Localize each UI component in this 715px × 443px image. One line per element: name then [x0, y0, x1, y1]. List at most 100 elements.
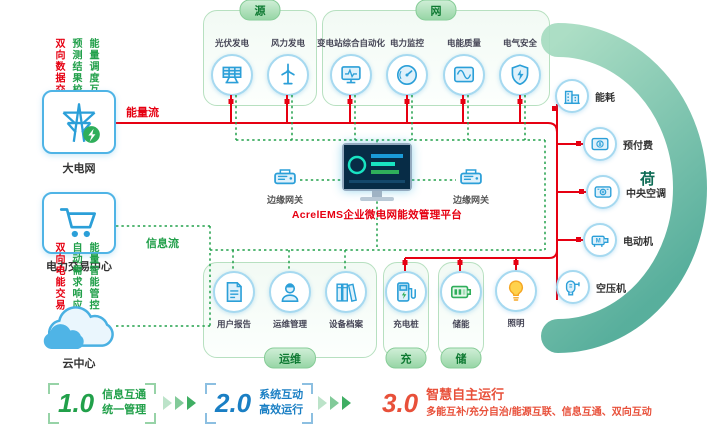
item-label: 变电站综合自动化 [317, 38, 386, 48]
main-grid-label: 大电网 [62, 163, 96, 175]
item-om-management: 运维管理 [262, 271, 318, 330]
frame-corner [302, 383, 314, 394]
load-label: 电动机 [623, 236, 653, 248]
power-monitor-icon [386, 54, 428, 96]
stage-line: 高效运行 [259, 404, 304, 417]
stage-line: 智慧自主运行 [426, 387, 505, 402]
frame-corner [48, 412, 59, 424]
transmission-tower-icon [54, 97, 104, 147]
section-om-badge: 运维 [264, 347, 316, 369]
note-text: 预测结果校验 [70, 38, 81, 107]
item-pv-generation: 光伏发电 [204, 37, 260, 96]
stage-line: 系统互动 [259, 389, 304, 401]
edge-gateway-right: 边缘网关 [445, 163, 497, 206]
solar-panel-icon [211, 54, 253, 96]
energy-flow-label: 能量流 [126, 107, 159, 119]
load-label: 照明 [507, 318, 525, 328]
frame-corner [302, 412, 314, 424]
item-substation-automation: 变电站综合自动化 [317, 37, 385, 96]
frame-corner [145, 412, 157, 424]
motor-icon: M [583, 223, 617, 257]
shopping-cart-icon [54, 198, 104, 248]
item-charging-pile: 充电桩 [384, 271, 428, 330]
item-power-quality: 电能质量 [436, 37, 492, 96]
load-prepaid: ¥ 预付费 [583, 127, 653, 161]
archive-icon [325, 271, 367, 313]
load-label: 空压机 [596, 283, 626, 295]
cloud-icon [36, 302, 122, 354]
frame-corner [205, 412, 216, 424]
item-power-monitoring: 电力监控 [379, 37, 435, 96]
item-label: 设备档案 [328, 319, 363, 329]
item-label: 储能 [452, 319, 470, 329]
note-text: 能量调度互动 [87, 38, 98, 107]
frame-corner [48, 383, 59, 394]
stage-line: 多能互补/充分自治/能源互联、信息互通、双向互动 [426, 407, 652, 419]
monitor-base [360, 197, 394, 201]
load-air-compressor: 空压机 [556, 270, 626, 304]
load-label: 能耗 [595, 92, 615, 104]
edge-gateway-left: 边缘网关 [259, 163, 311, 206]
lighting-icon [495, 270, 537, 312]
item-equipment-archive: 设备档案 [318, 271, 374, 330]
legend-stage-2: 2.0 系统互动 高效运行 [205, 383, 314, 424]
platform-monitor [342, 143, 412, 191]
charging-pile-icon [385, 271, 427, 313]
section-network: 网 变电站综合自动化 电力监控 电能质量 电气安全 [317, 0, 550, 106]
report-icon [213, 271, 255, 313]
wind-turbine-icon [267, 54, 309, 96]
edge-gateway-icon [457, 163, 485, 191]
substation-icon [330, 54, 372, 96]
note-text: 双向数据交互 [53, 38, 64, 107]
load-label: 中央空调 [626, 188, 666, 200]
item-label: 用户报告 [216, 319, 251, 329]
compressor-icon [556, 270, 590, 304]
battery-icon [440, 271, 482, 313]
item-label: 电气安全 [502, 38, 537, 48]
power-trading-label: 电力交易中心 [46, 261, 112, 273]
edge-gateway-icon [271, 163, 299, 191]
cloud-center-node [36, 302, 122, 354]
platform-title: AcrelEMS企业微电网能效管理平台 [291, 209, 463, 221]
monitor-screen [344, 145, 410, 189]
item-label: 充电桩 [393, 319, 419, 329]
item-energy-storage: 储能 [439, 271, 483, 330]
item-label: 运维管理 [272, 319, 307, 329]
note-text: 双向电能交易 [53, 242, 64, 311]
edge-gateway-label: 边缘网关 [452, 195, 489, 205]
item-electrical-safety: 电气安全 [492, 37, 548, 96]
stage-version: 2.0 [215, 388, 252, 419]
section-source: 源 光伏发电 风力发电 [203, 0, 317, 106]
section-network-badge: 网 [415, 0, 457, 21]
main-grid-node [42, 90, 116, 154]
chevron-right-icon [318, 396, 354, 410]
svg-text:M: M [596, 239, 601, 245]
load-lighting: 照明 [488, 270, 544, 329]
stage-version: 1.0 [58, 388, 95, 419]
power-quality-icon [443, 54, 485, 96]
info-flow-label: 信息流 [146, 238, 179, 250]
note-text: 能量智能管控 [87, 242, 98, 311]
legend-stage-3: 3.0 智慧自主运行 多能互补/充分自治/能源互联、信息互通、双向互动 [372, 381, 662, 425]
item-label: 电力监控 [389, 38, 424, 48]
hvac-icon [586, 175, 620, 209]
grid-interaction-notes: 双向数据交互 预测结果校验 能量调度互动 [52, 38, 99, 107]
section-charge-badge: 充 [385, 347, 427, 369]
item-label: 电能质量 [446, 38, 481, 48]
load-label: 预付费 [623, 140, 653, 152]
legend-stage-1: 1.0 信息互通 统一管理 [48, 383, 157, 424]
item-wind-generation: 风力发电 [260, 37, 316, 96]
section-source-badge: 源 [239, 0, 281, 21]
section-storage: 储 储能 [438, 262, 484, 369]
power-trading-node [42, 192, 116, 254]
section-storage-badge: 储 [440, 347, 482, 369]
note-text: 自动需求响应 [70, 242, 81, 311]
edge-gateway-label: 边缘网关 [266, 195, 303, 205]
item-label: 风力发电 [270, 38, 305, 48]
maintenance-icon [269, 271, 311, 313]
prepaid-icon: ¥ [583, 127, 617, 161]
item-label: 光伏发电 [214, 38, 249, 48]
stage-version: 3.0 [382, 388, 419, 419]
building-icon [555, 79, 589, 113]
frame-corner [145, 383, 157, 394]
